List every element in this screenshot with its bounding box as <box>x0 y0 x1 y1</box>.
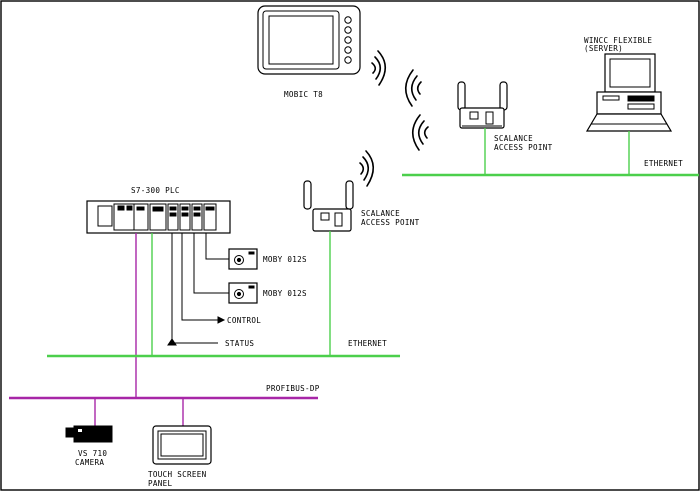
wireless-waves-ap-upper-left <box>404 69 422 107</box>
panel-label-line1: TOUCH SCREEN <box>148 470 207 479</box>
wireless-waves-ap-upper-lower <box>411 114 429 151</box>
ethernet-upper-label: ETHERNET <box>644 159 683 168</box>
mobic-t8-device <box>257 5 361 75</box>
mobic-label: MOBIC T8 <box>284 90 323 99</box>
wireless-waves-mobic-right <box>371 50 387 86</box>
plc-label: S7-300 PLC <box>131 186 180 195</box>
touch-screen-panel <box>152 425 212 465</box>
plc-io-wiring <box>167 233 229 346</box>
wincc-label-line1: WINCC FLEXIBLE <box>584 36 652 45</box>
profibus-label: PROFIBUS-DP <box>266 384 320 393</box>
moby-012s-device-1 <box>228 248 258 270</box>
wincc-server-computer <box>585 53 673 132</box>
moby2-label: MOBY 012S <box>263 289 307 298</box>
s7-300-plc-rack <box>86 200 231 234</box>
vs710-camera <box>65 425 113 443</box>
camera-label-line1: VS 710 <box>78 449 107 458</box>
wireless-waves-ap-lower <box>359 150 375 187</box>
status-label: STATUS <box>225 339 254 348</box>
ap-lower-label-line2: ACCESS POINT <box>361 218 420 227</box>
moby-012s-device-2 <box>228 282 258 304</box>
camera-label-line2: CAMERA <box>75 458 104 467</box>
ethernet-lower-label: ETHERNET <box>348 339 387 348</box>
scalance-access-point-lower <box>303 180 354 232</box>
ap-upper-label-line2: ACCESS POINT <box>494 143 553 152</box>
scalance-access-point-upper <box>457 81 508 129</box>
ap-lower-label-line1: SCALANCE <box>361 209 400 218</box>
wincc-label-line2: (SERVER) <box>584 44 623 53</box>
control-label: CONTROL <box>227 316 261 325</box>
panel-label-line2: PANEL <box>148 479 172 488</box>
moby1-label: MOBY 012S <box>263 255 307 264</box>
ap-upper-label-line1: SCALANCE <box>494 134 533 143</box>
